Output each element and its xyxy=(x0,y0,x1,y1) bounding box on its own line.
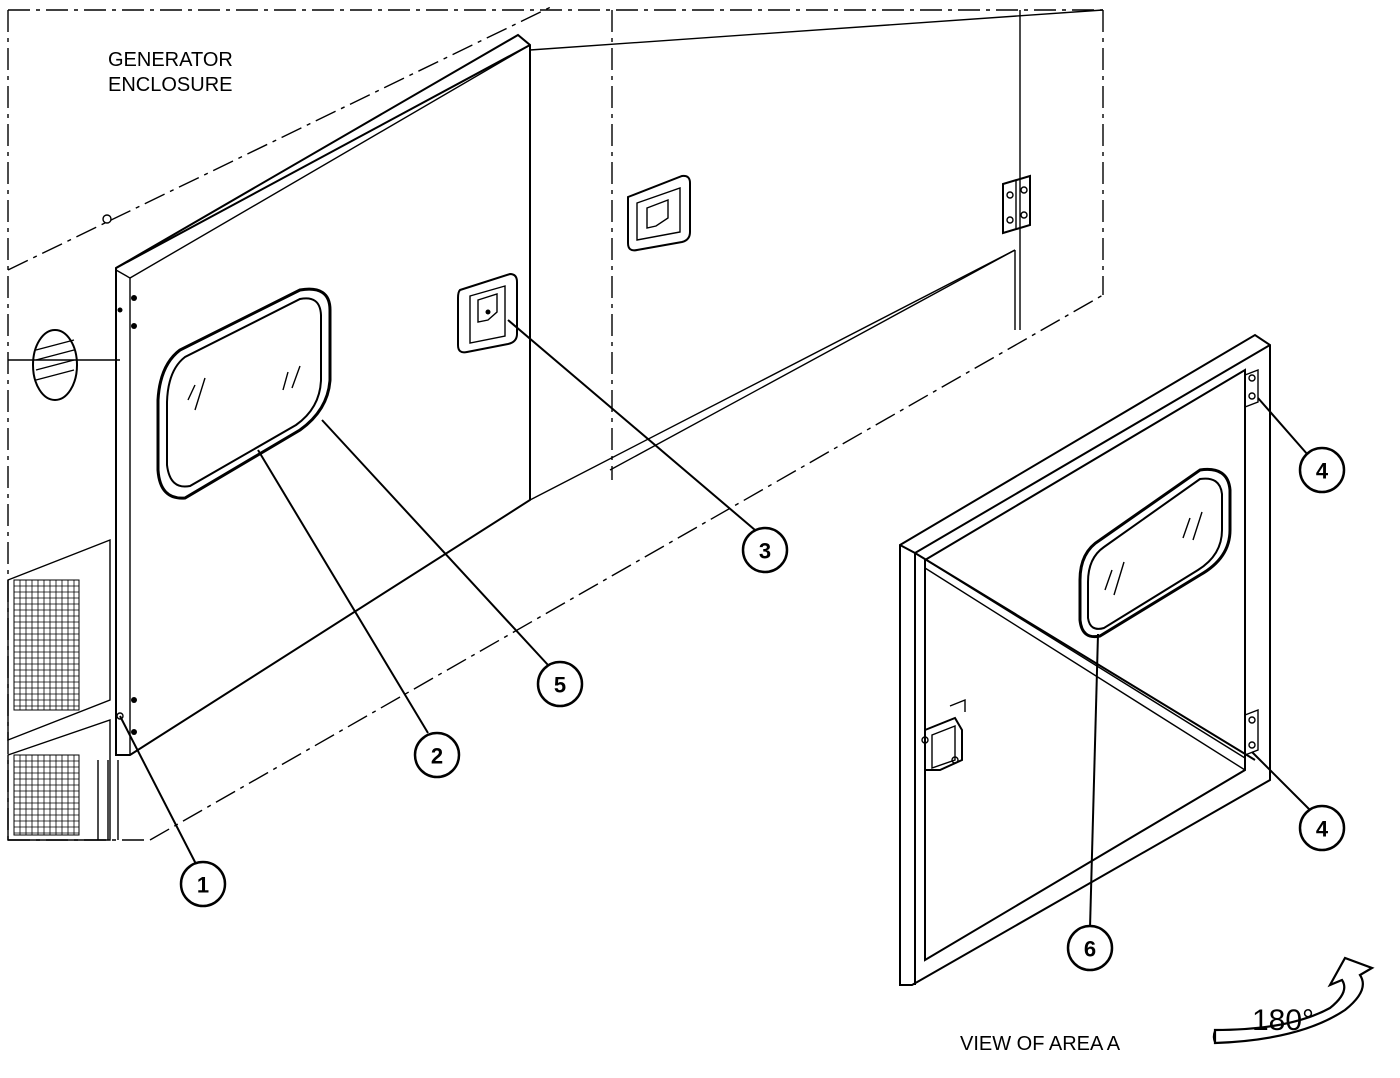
door-window xyxy=(156,287,332,500)
enclosure-label-line2: ENCLOSURE xyxy=(108,74,232,96)
door-rear-view xyxy=(899,333,1271,986)
callout-2: 2 xyxy=(413,731,461,779)
svg-text:1: 1 xyxy=(197,873,209,898)
door-panel xyxy=(115,33,531,756)
svg-text:2: 2 xyxy=(431,744,443,769)
callout-4-lower: 4 xyxy=(1298,804,1346,852)
leader-lines xyxy=(119,319,1311,929)
svg-text:4: 4 xyxy=(1316,459,1329,484)
svg-text:3: 3 xyxy=(759,539,771,564)
callout-1: 1 xyxy=(179,860,227,908)
grille-upper xyxy=(7,538,111,742)
bolt xyxy=(102,214,112,224)
door-latch xyxy=(457,272,518,354)
enclosure-hinge xyxy=(1002,174,1031,235)
enclosure-latch xyxy=(627,174,691,252)
rear-window xyxy=(1078,467,1232,639)
callout-6: 6 xyxy=(1066,924,1114,972)
louvre-vent xyxy=(32,329,78,401)
svg-text:5: 5 xyxy=(554,673,566,698)
svg-text:6: 6 xyxy=(1084,937,1096,962)
rotation-label: 180° xyxy=(1252,1004,1314,1037)
view-caption: VIEW OF AREA A xyxy=(960,1033,1121,1055)
callout-3: 3 xyxy=(741,526,789,574)
generator-enclosure xyxy=(7,4,1104,841)
grille-lower xyxy=(7,719,111,841)
callout-5: 5 xyxy=(536,660,584,708)
enclosure-label-line1: GENERATOR xyxy=(108,49,233,71)
callout-4-upper: 4 xyxy=(1298,446,1346,494)
enclosure-ribs xyxy=(97,760,119,840)
svg-text:4: 4 xyxy=(1316,817,1329,842)
rotation-arrow-icon xyxy=(1212,956,1375,1045)
